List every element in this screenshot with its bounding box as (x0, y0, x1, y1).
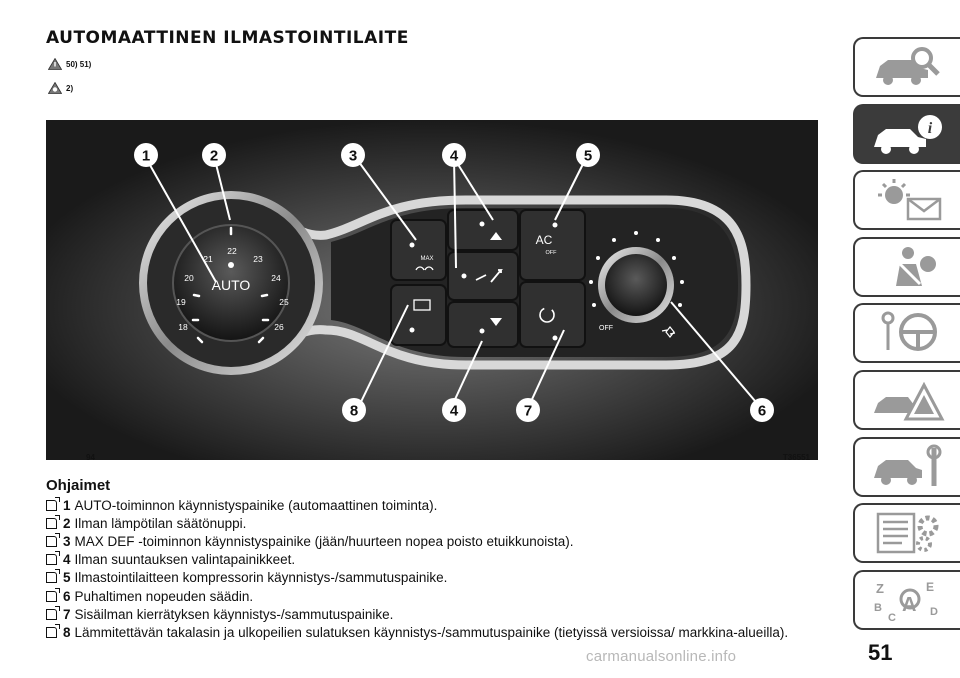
air-direction-face-icon (475, 269, 503, 283)
rear-defrost-button-shape (390, 284, 447, 346)
alphabetical-index-icon: Z E B A C D (874, 580, 938, 623)
callout-2: 2 (210, 148, 218, 165)
svg-text:A: A (902, 594, 916, 616)
climate-control-figure: 18 19 20 21 22 23 24 25 26 AUTO (46, 120, 818, 472)
air-up-button-shape (447, 209, 519, 251)
air-down-button-shape (447, 301, 519, 348)
page-number: 51 (868, 640, 893, 665)
checkbox-bullet-icon (46, 532, 60, 547)
checkbox-bullet-icon (46, 623, 60, 638)
checkbox-bullet-icon (46, 587, 60, 602)
callout-1: 1 (142, 148, 150, 165)
callout-4-top: 4 (450, 148, 459, 165)
tab-warning-lights[interactable] (853, 170, 960, 231)
max-def-button-shape (390, 219, 447, 281)
key-steering-wheel-icon (881, 311, 937, 352)
warning-light-message-icon (877, 179, 941, 221)
temp-label-20: 20 (184, 273, 194, 283)
fan-speed-icon (661, 326, 676, 338)
temp-label-26: 26 (274, 322, 284, 332)
callout-8: 8 (350, 403, 358, 420)
warning-reference-row: 50) 51) (48, 58, 91, 70)
ac-off-label: OFF (546, 250, 558, 256)
climate-control-panel-illustration: 18 19 20 21 22 23 24 25 26 AUTO (46, 120, 818, 460)
tab-technical-data[interactable] (853, 503, 960, 564)
temp-label-23: 23 (253, 254, 263, 264)
air-down-arrow-icon (490, 318, 502, 326)
max-label: MAX (420, 256, 433, 262)
recirculation-icon (539, 307, 555, 323)
car-search-icon (875, 47, 940, 85)
svg-text:i: i (927, 120, 932, 137)
checkbox-bullet-icon (46, 569, 60, 584)
rear-window-defrost-icon (413, 299, 431, 311)
checkbox-bullet-icon (46, 605, 60, 620)
warning-refs: 50) 51) (66, 59, 92, 69)
callout-6: 6 (758, 403, 766, 420)
temp-label-24: 24 (271, 273, 281, 283)
svg-text:E: E (926, 580, 934, 594)
technical-data-icon (876, 512, 938, 554)
checkbox-bullet-icon (46, 496, 60, 511)
info-refs: 2) (66, 83, 74, 93)
checkbox-bullet-icon (46, 514, 60, 529)
temp-label-18: 18 (178, 322, 188, 332)
warning-triangle-icon (48, 58, 62, 70)
breakdown-triangle-icon (873, 381, 944, 421)
info-reference-row: 2) (48, 82, 73, 94)
temp-label-22: 22 (227, 246, 237, 256)
temp-label-19: 19 (176, 297, 186, 307)
svg-text:B: B (874, 602, 882, 614)
fan-off-label: OFF (599, 325, 613, 332)
ac-button-shape (519, 209, 586, 281)
car-info-icon: i (873, 114, 942, 154)
page-heading: AUTOMAATTINEN ILMASTOINTILAITE (46, 28, 409, 48)
callout-4-bottom: 4 (450, 403, 459, 420)
info-triangle-icon (48, 82, 62, 94)
seatbelt-airbag-icon (895, 246, 936, 286)
svg-text:C: C (888, 612, 896, 623)
temp-label-25: 25 (279, 297, 289, 307)
watermark: carmanualsonline.info (586, 648, 737, 665)
callout-3: 3 (349, 148, 357, 165)
tab-maintenance[interactable] (853, 436, 960, 497)
figure-code: T36551 (782, 453, 810, 462)
callout-7: 7 (524, 403, 532, 420)
tab-car-info[interactable]: i (853, 103, 960, 164)
tab-index[interactable]: Z E B A C D (853, 569, 960, 630)
tab-car-search[interactable] (853, 37, 960, 97)
tab-emergency[interactable] (853, 369, 960, 430)
auto-knob-label: AUTO (212, 277, 251, 293)
section-title: Ohjaimet (46, 477, 111, 494)
ac-label: AC (536, 233, 553, 247)
checkbox-bullet-icon (46, 551, 60, 566)
figure-page-ref: 94 (86, 453, 95, 462)
windshield-defrost-icon (415, 266, 434, 271)
temp-label-21: 21 (203, 254, 213, 264)
car-wrench-icon (873, 444, 941, 486)
chapter-tabs: i (853, 37, 960, 636)
tab-starting-driving[interactable] (853, 303, 960, 364)
svg-text:D: D (930, 606, 938, 618)
svg-text:Z: Z (876, 581, 884, 596)
tab-safety[interactable] (853, 236, 960, 297)
callout-5: 5 (584, 148, 592, 165)
air-up-arrow-icon (490, 232, 502, 240)
recirculation-button-shape (519, 281, 586, 348)
